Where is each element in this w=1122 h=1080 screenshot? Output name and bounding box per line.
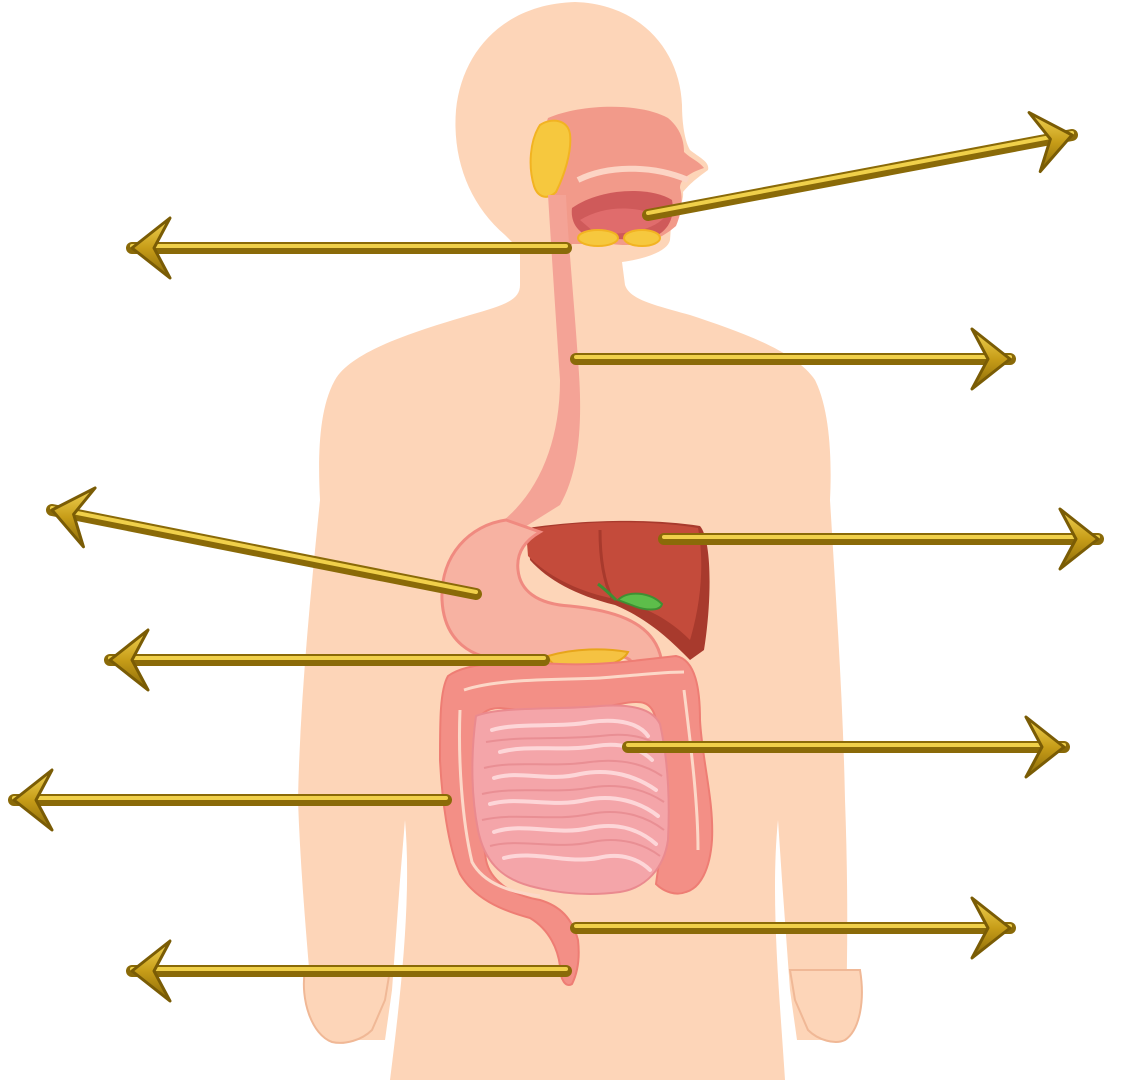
arrow-head bbox=[130, 939, 172, 1003]
arrow-head bbox=[108, 628, 150, 692]
arrow-head bbox=[970, 896, 1012, 960]
arrow-pancreas bbox=[104, 628, 550, 692]
gallbladder bbox=[616, 592, 664, 611]
arrow-liver bbox=[658, 507, 1104, 571]
arrow-head bbox=[970, 327, 1012, 391]
arrow-anus bbox=[126, 939, 572, 1003]
arrow-rectum bbox=[570, 896, 1016, 960]
left-hand bbox=[302, 969, 392, 1044]
arrow-small-intestine bbox=[622, 715, 1070, 779]
label-arrows bbox=[8, 111, 1104, 1003]
arrow-head bbox=[50, 486, 97, 549]
bile-duct bbox=[597, 582, 618, 602]
submandibular-gland bbox=[623, 229, 661, 247]
mouth-region bbox=[544, 106, 704, 259]
arrow-esophagus bbox=[570, 327, 1016, 391]
liver bbox=[526, 520, 710, 660]
parotid-gland bbox=[529, 119, 572, 198]
arrow-head bbox=[130, 216, 172, 280]
salivary-glands bbox=[529, 119, 661, 247]
esophagus bbox=[504, 195, 581, 530]
small-intestine bbox=[471, 704, 670, 895]
arrow-head bbox=[1024, 715, 1066, 779]
large-intestine bbox=[438, 654, 714, 986]
right-hand bbox=[788, 969, 863, 1043]
arrow-shaft-highlight bbox=[50, 506, 478, 594]
arrow-salivary-gland bbox=[126, 216, 572, 280]
arrow-head bbox=[1027, 111, 1074, 174]
arrow-shaft-highlight bbox=[646, 131, 1074, 215]
nasal-passage-line bbox=[576, 165, 690, 183]
arrow-head bbox=[1058, 507, 1100, 571]
arrow-mouth bbox=[642, 111, 1078, 221]
arrow-head bbox=[12, 768, 54, 832]
arrow-large-intestine bbox=[8, 768, 452, 832]
sublingual-gland bbox=[577, 229, 619, 247]
arrow-stomach bbox=[46, 486, 482, 600]
